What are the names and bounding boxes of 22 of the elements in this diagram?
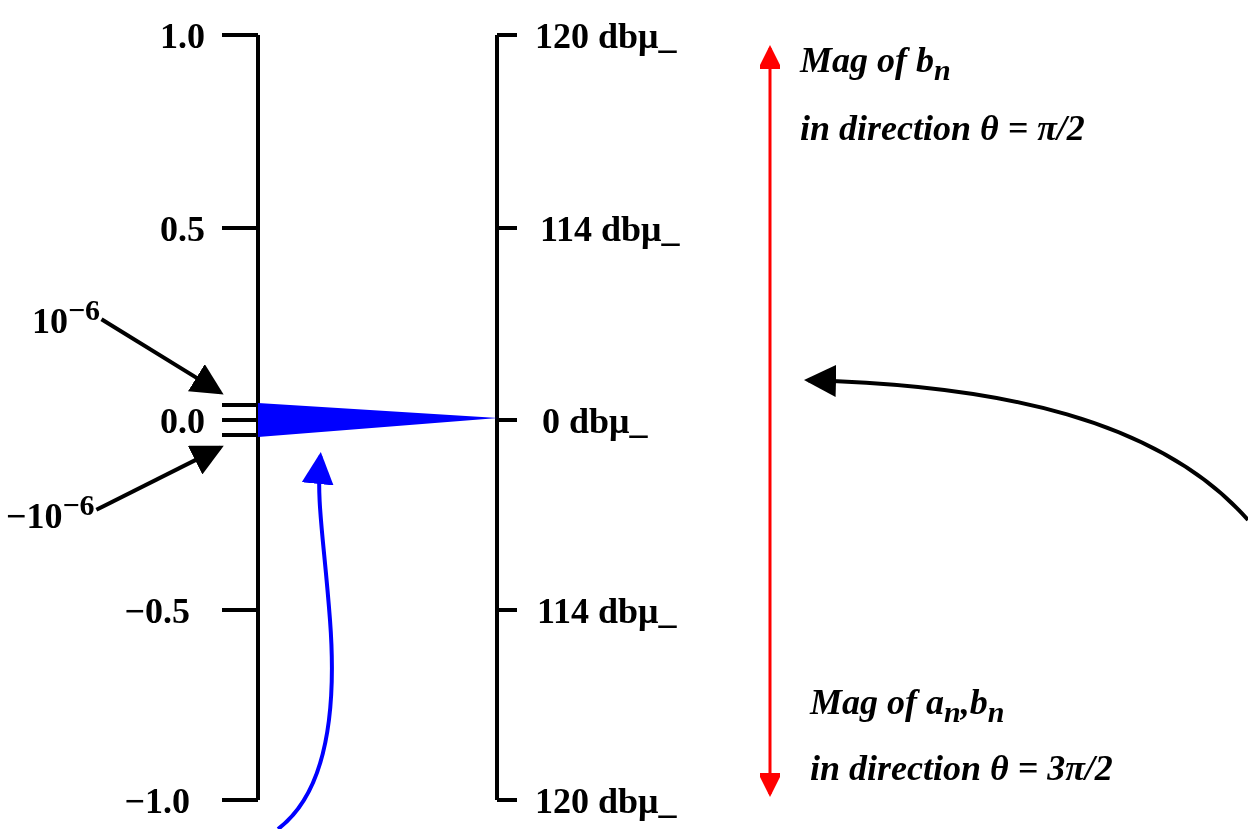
exponent-label: −10$^{−6}$: [6, 490, 95, 534]
scale-label: 0.5: [160, 211, 205, 247]
annotation-text: in direction θ = π/2: [800, 110, 1085, 146]
annotation-text: in direction θ = 3π/2: [810, 750, 1113, 786]
decibel-label: 0 dbμ_: [542, 403, 648, 439]
decibel-label: 120 dbμ_: [535, 18, 677, 54]
scale-label: −0.5: [124, 593, 190, 629]
tick-mark: [222, 432, 258, 438]
arrow: [276, 452, 335, 829]
decibel-label: 120 dbμ_: [535, 783, 677, 819]
arrow: [95, 445, 224, 512]
scale-label: −1.0: [124, 783, 190, 819]
decibel-label: 114 dbμ_: [540, 211, 680, 247]
arrow: [100, 317, 224, 395]
exponent-label: 10$^{−6}$: [32, 295, 101, 339]
arrow: [804, 365, 1248, 522]
annotation-text: Mag of a$_{n}$,b$_{n}$: [810, 684, 1005, 728]
tick-mark: [222, 402, 258, 408]
decibel-label: 114 dbμ_: [537, 593, 677, 629]
annotation-text: Mag of b$_{n}$: [800, 42, 951, 86]
scale-label: 1.0: [160, 18, 205, 54]
scale-label: 0.0: [160, 403, 205, 439]
